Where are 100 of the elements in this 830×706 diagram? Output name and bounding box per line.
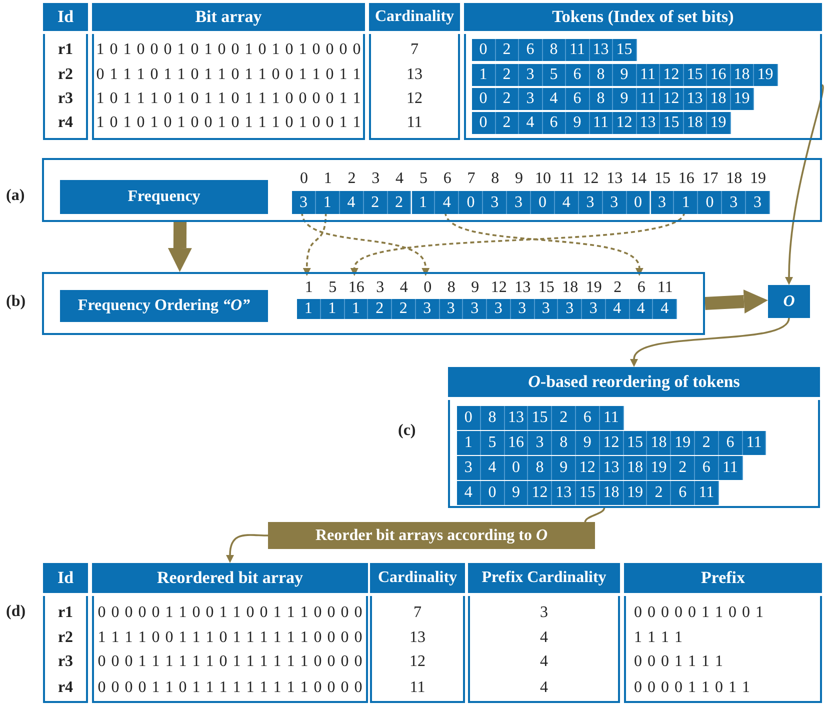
table-column — [468, 563, 620, 703]
index-number: 2 — [612, 278, 623, 297]
index-number: 9 — [470, 278, 480, 297]
bit-string: 1 1 1 1 0 0 1 1 1 0 1 1 1 1 1 1 0 0 0 0 — [96, 628, 364, 648]
index-number: 19 — [584, 278, 603, 297]
array-cell — [483, 169, 508, 214]
connector-arrow — [785, 84, 824, 285]
column-header: Tokens (Index of set bits) — [464, 3, 822, 34]
index-number: 12 — [582, 169, 600, 189]
cell-value: 1 — [412, 191, 436, 214]
row-id: r1 — [56, 40, 74, 60]
cell-value: 3 — [650, 191, 674, 214]
token-chip: 15 — [613, 39, 636, 61]
cell-value: 3 — [440, 299, 464, 319]
index-number: 19 — [749, 169, 768, 189]
array-cell — [674, 169, 698, 214]
token-chip: 2 — [496, 88, 519, 110]
token-chip: 0 — [504, 456, 528, 480]
cardinality-value: 11 — [408, 678, 426, 698]
array-cell — [746, 169, 770, 214]
panel-label: (a) — [6, 187, 25, 205]
token-chip: 16 — [707, 64, 730, 86]
token-chip: 15 — [528, 406, 552, 430]
index-number: 16 — [677, 169, 696, 189]
cell-value: 3 — [746, 191, 770, 214]
index-number: 15 — [653, 169, 672, 189]
index-number: 17 — [701, 169, 720, 189]
token-chip: 8 — [552, 431, 576, 455]
token-chip: 13 — [636, 112, 660, 134]
cardinality-value: 12 — [408, 652, 426, 672]
token-chip: 19 — [707, 112, 730, 134]
token-chip: 3 — [519, 88, 542, 110]
token-chip: 9 — [613, 88, 636, 110]
panel-frame — [42, 158, 822, 222]
token-chip: 15 — [576, 481, 600, 505]
token-chip: 18 — [730, 64, 754, 86]
token-chip: 12 — [576, 456, 600, 480]
index-number: 2 — [346, 169, 357, 189]
cell-value: 1 — [320, 299, 344, 319]
cell-value: 3 — [416, 299, 440, 319]
cell-value: 3 — [578, 191, 603, 214]
cell-value: 1 — [344, 299, 368, 319]
bit-string: 0 1 1 1 0 1 1 0 1 1 0 1 1 0 0 1 1 0 1 1 — [96, 65, 361, 85]
column-header: Id — [43, 3, 88, 34]
cell-value: 1 — [316, 191, 340, 214]
cell-value: 4 — [653, 299, 677, 319]
cell-value: 3 — [487, 299, 511, 319]
token-chip: 1 — [457, 431, 481, 455]
index-number: 11 — [558, 169, 576, 189]
cell-value: 3 — [483, 191, 508, 214]
bit-string: 1 0 1 0 1 0 1 0 0 1 0 1 1 1 0 1 0 0 1 1 — [96, 113, 361, 133]
token-chip: 5 — [542, 64, 566, 86]
column-header: O-based reordering of tokens — [448, 367, 820, 400]
cardinality-value: 7 — [410, 40, 420, 60]
token-chip: 19 — [730, 88, 754, 110]
token-chip: 2 — [671, 456, 695, 480]
cell-value: 3 — [292, 191, 316, 214]
token-chip: 13 — [600, 456, 624, 480]
token-chip: 12 — [600, 431, 624, 455]
index-number: 11 — [656, 278, 674, 297]
table-column — [92, 563, 368, 703]
token-chip: 18 — [624, 456, 648, 480]
token-chip: 6 — [576, 406, 600, 430]
token-chip: 9 — [552, 456, 576, 480]
column-header: Id — [43, 563, 88, 596]
token-chip: 6 — [695, 456, 719, 480]
token-chip: 2 — [647, 481, 672, 505]
cell-value: 4 — [606, 299, 630, 319]
token-chip: 19 — [647, 456, 672, 480]
cell-value: 4 — [435, 191, 460, 214]
index-number: 5 — [418, 169, 428, 189]
cardinality-value: 4 — [539, 652, 549, 672]
token-chip: 0 — [472, 39, 496, 61]
array-cell — [722, 169, 746, 214]
token-chip: 19 — [671, 431, 695, 455]
token-chip: 11 — [590, 112, 613, 134]
cardinality-value: 13 — [406, 65, 424, 85]
index-number: 13 — [606, 169, 624, 189]
index-number: 18 — [561, 278, 580, 297]
cardinality-value: 13 — [408, 628, 426, 648]
token-chip: 19 — [624, 481, 648, 505]
token-chip: 11 — [718, 456, 743, 480]
column-header: Reordered bit array — [92, 563, 368, 596]
table-column — [92, 3, 365, 140]
token-chip: 2 — [552, 406, 576, 430]
index-number: 1 — [304, 278, 314, 297]
token-chip: 8 — [480, 406, 505, 430]
token-chip: 9 — [613, 64, 636, 86]
panel-label: (c) — [398, 422, 416, 440]
cell-value: 2 — [364, 191, 388, 214]
token-chip: 11 — [695, 481, 719, 505]
cardinality-value: 4 — [539, 628, 549, 648]
row-id: r4 — [56, 113, 74, 133]
cell-value: 0 — [626, 191, 650, 214]
label-bar: Reorder bit arrays according to O — [268, 522, 595, 549]
token-chip: 13 — [590, 39, 613, 61]
cell-value: 0 — [698, 191, 722, 214]
token-chip: 2 — [695, 431, 719, 455]
token-chip: 8 — [590, 64, 613, 86]
row-id: r2 — [56, 65, 74, 85]
